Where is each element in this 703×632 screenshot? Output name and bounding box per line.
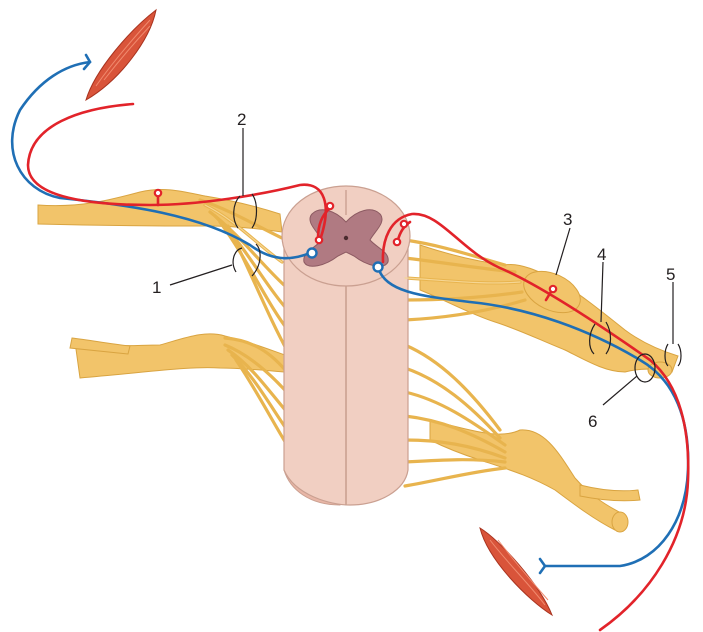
number-labels: 1 2 3 4 5 6	[152, 110, 675, 431]
label-2: 2	[237, 110, 246, 129]
label-5: 5	[666, 265, 675, 284]
label-3: 3	[563, 210, 572, 229]
spinal-cord	[282, 186, 410, 505]
muscle-top-left-icon	[86, 10, 156, 100]
label-1: 1	[152, 278, 161, 297]
label-6: 6	[588, 412, 597, 431]
label-4: 4	[597, 245, 606, 264]
